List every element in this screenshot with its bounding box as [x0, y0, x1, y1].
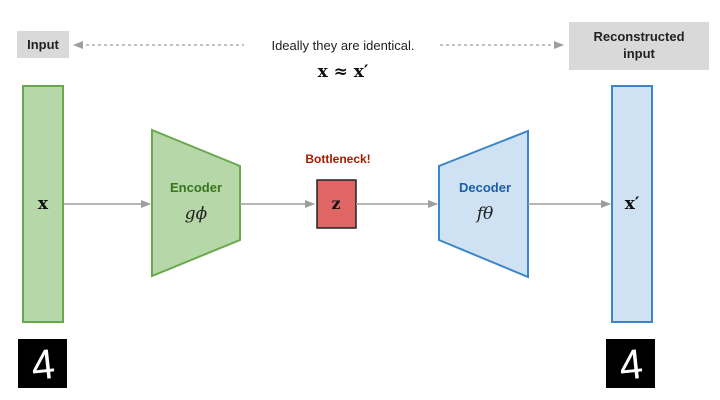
reconstructed-label-line2: input [623, 46, 655, 61]
decoder-block [438, 129, 529, 279]
reconstructed-label-line1: Reconstructed [593, 29, 684, 44]
output-vector-label: x′ [625, 194, 640, 214]
decoder-function: fθ [475, 204, 494, 224]
input-digit-glyph: 4 [29, 340, 57, 389]
output-vector-bar [611, 85, 653, 323]
input-label: Input [27, 37, 59, 52]
identical-note: Ideally they are identical. [271, 38, 414, 53]
reconstructed-label-box [569, 22, 709, 70]
encoder-function: gϕ [185, 204, 208, 224]
decoder-label: Decoder [459, 180, 511, 195]
approx-formula: x ≈ x′ [318, 62, 369, 82]
bottleneck-label: Bottleneck! [305, 152, 370, 166]
output-digit-glyph: 4 [617, 340, 645, 389]
input-vector-label: x [38, 194, 49, 214]
encoder-label: Encoder [170, 180, 222, 195]
latent-z-label: z [331, 194, 340, 213]
latent-z-box [316, 179, 357, 229]
input-vector-bar [22, 85, 64, 323]
output-digit-image [606, 339, 655, 388]
input-label-box [17, 31, 69, 58]
encoder-block [151, 128, 241, 278]
input-digit-image [18, 339, 67, 388]
